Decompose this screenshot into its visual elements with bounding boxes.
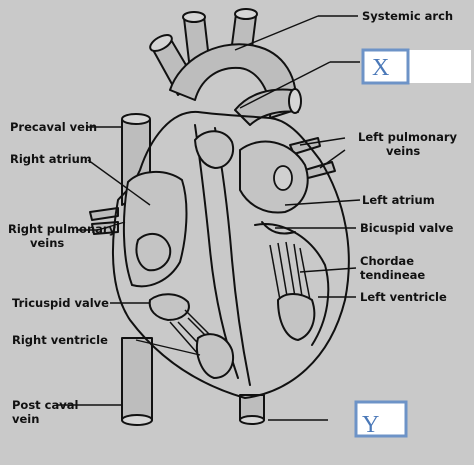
label-systemic-arch: Systemic arch	[362, 9, 453, 23]
label-left-ventricle: Left ventricle	[360, 290, 447, 304]
post-caval-vein	[121, 337, 153, 421]
label-right-pulmonary-veins-line2: veins	[30, 236, 64, 250]
box-x-letter: X	[372, 55, 389, 81]
label-chordae-tendineae-line1: Chordae	[360, 254, 414, 268]
label-left-pulmonary-veins-line2: veins	[386, 144, 420, 158]
answer-box-y: Y	[354, 400, 408, 438]
label-tricuspid-valve: Tricuspid valve	[12, 296, 109, 310]
label-precaval-vein: Precaval vein	[10, 120, 97, 134]
label-left-atrium: Left atrium	[362, 193, 435, 207]
left-ventricle	[254, 223, 330, 346]
label-right-atrium: Right atrium	[10, 152, 92, 166]
chordae-tendineae	[269, 241, 311, 304]
label-post-caval-vein-line1: Post caval	[12, 398, 78, 412]
right-ventricle-muscle	[196, 333, 234, 380]
label-chordae-tendineae-line2: tendineae	[360, 268, 425, 282]
heart-outline	[112, 110, 350, 399]
label-left-pulmonary-veins-line1: Left pulmonary	[358, 130, 457, 144]
label-right-ventricle: Right ventricle	[12, 333, 108, 347]
label-right-pulmonary-veins-line1: Right pulmonary	[8, 222, 117, 236]
bicuspid-valve	[261, 221, 296, 235]
tricuspid-valve	[148, 293, 190, 322]
label-bicuspid-valve: Bicuspid valve	[360, 221, 454, 235]
box-y-letter: Y	[362, 412, 379, 438]
answer-box-x: X	[361, 48, 471, 85]
label-post-caval-vein-line2: vein	[12, 412, 39, 426]
